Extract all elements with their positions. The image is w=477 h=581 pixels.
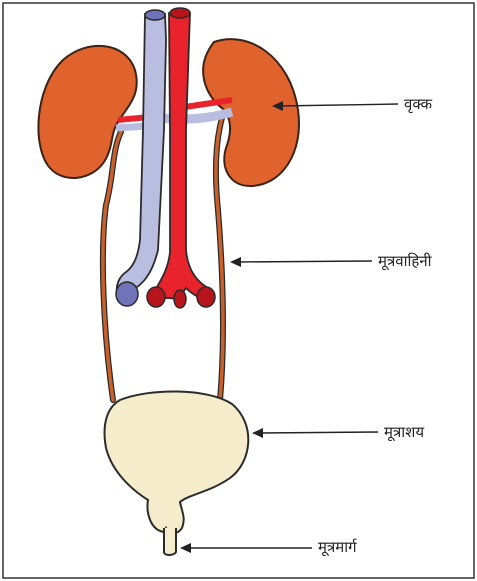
urinary-bladder <box>105 391 249 533</box>
label-kidney: वृक्क <box>404 95 433 114</box>
label-urethra: मूत्रमार्ग <box>318 538 358 557</box>
vena-cava-end <box>116 282 138 306</box>
mid-iliac-end <box>174 290 186 308</box>
vena-cava-top <box>145 10 165 20</box>
right-iliac-end <box>197 287 215 307</box>
label-ureter: मूत्रवाहिनी <box>378 252 433 271</box>
aorta-top <box>170 8 190 18</box>
bladder-pointer <box>252 428 378 438</box>
left-iliac-end <box>147 287 165 307</box>
label-bladder: मूत्राशय <box>384 423 424 442</box>
urethra-pointer <box>180 543 312 553</box>
left-kidney <box>38 46 136 178</box>
ureter-pointer <box>230 257 372 267</box>
urethra <box>164 528 176 555</box>
